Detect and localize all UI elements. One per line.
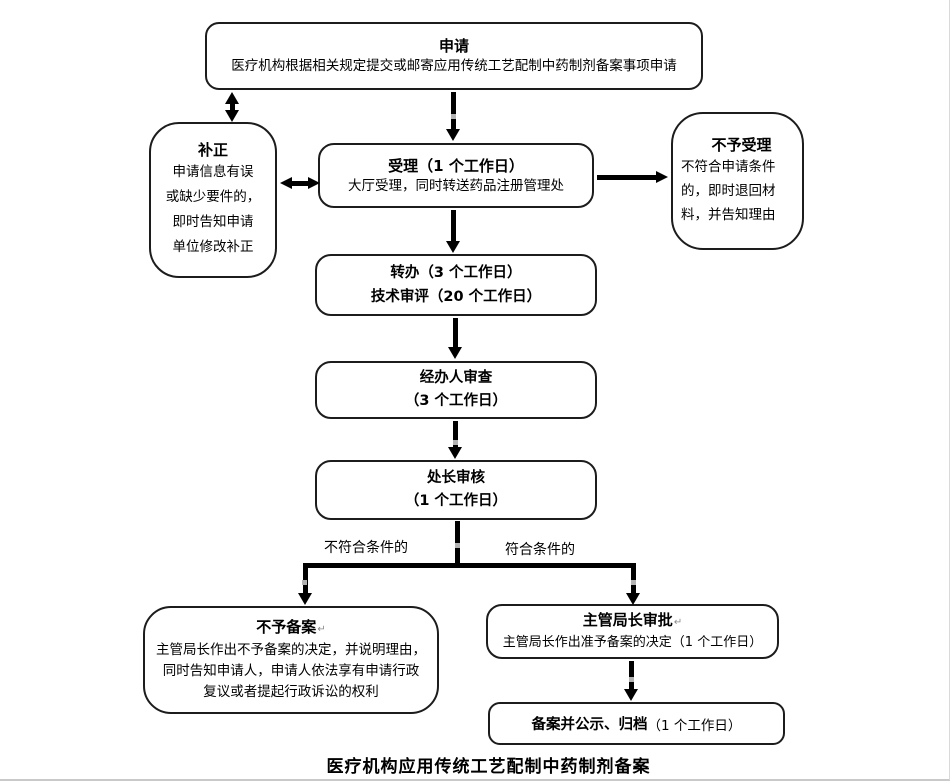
node-director-line1: 处长审核 (427, 470, 485, 486)
node-correction-title: 补正 (197, 141, 228, 159)
node-bureau-approval: 主管局长审批↵ 主管局长作出准予备案的决定（1 个工作日） (486, 604, 779, 659)
diagram-caption: 医疗机构应用传统工艺配制中药制剂备案 (326, 757, 651, 777)
anchor-dot (453, 440, 458, 445)
node-correction: 补正 申请信息有误 或缺少要件的， 即时告知申请 单位修改补正 (149, 122, 277, 278)
line-branch-horizontal (303, 563, 636, 568)
arrow-branch-to-approval (631, 563, 636, 595)
node-director-line2: （1 个工作日） (404, 493, 508, 509)
node-application: 申请 医疗机构根据相关规定提交或邮寄应用传统工艺配制中药制剂备案事项申请 (205, 22, 703, 90)
node-no-filing-body: 主管局长作出不予备案的决定，并说明理由， 同时告知申请人，申请人依法享有申请行政… (156, 642, 426, 700)
anchor-dot (631, 580, 636, 585)
node-rejection: 不予受理 不符合申请条件 的，即时退回材 料，并告知理由 (671, 112, 804, 250)
arrow-transfer-to-handler-head (448, 347, 462, 359)
branch-label-fail: 不符合条件的 (324, 540, 408, 556)
arrow-correction-right-head (308, 177, 320, 189)
arrow-branch-to-approval-head (626, 593, 640, 605)
anchor-dot (629, 677, 634, 682)
node-transfer-review: 转办（3 个工作日） 技术审评（20 个工作日） (315, 254, 597, 316)
node-filing-publicity: 备案并公示、归档（1 个工作日） (488, 702, 785, 745)
arrow-acceptance-to-transfer-head (446, 241, 460, 253)
node-no-filing-title: 不予备案↵ (256, 618, 326, 636)
arrow-transfer-to-handler (453, 318, 458, 349)
arrow-handler-to-director (453, 421, 458, 449)
arrow-correction-down-head (225, 110, 239, 122)
arrow-application-to-acceptance (451, 92, 456, 131)
node-no-filing: 不予备案↵ 主管局长作出不予备案的决定，并说明理由， 同时告知申请人，申请人依法… (143, 606, 439, 714)
node-transfer-line2: 技术审评（20 个工作日） (370, 289, 542, 305)
node-filing-publicity-duration: （1 个工作日） (647, 717, 742, 734)
arrow-correction-left-head (280, 177, 292, 189)
node-handler-review: 经办人审查 （3 个工作日） (315, 361, 597, 419)
node-bureau-approval-title: 主管局长审批↵ (582, 611, 683, 629)
node-rejection-title: 不予受理 (711, 136, 772, 154)
paragraph-mark-icon: ↵ (317, 624, 326, 635)
anchor-dot (302, 580, 307, 585)
arrow-correction-acceptance (290, 181, 309, 186)
node-handler-line1: 经办人审查 (419, 370, 493, 386)
arrow-acceptance-to-rejection-head (656, 171, 668, 183)
arrow-application-correction (230, 102, 235, 112)
arrow-acceptance-to-transfer (451, 210, 456, 243)
branch-label-pass: 符合条件的 (505, 542, 575, 558)
arrow-correction-up-head (225, 92, 239, 104)
anchor-dot (455, 543, 460, 548)
arrow-approval-to-filing (629, 661, 634, 691)
arrow-handler-to-director-head (448, 447, 462, 459)
anchor-dot (451, 114, 456, 119)
node-acceptance-body: 大厅受理，同时转送药品注册管理处 (348, 177, 564, 194)
node-acceptance: 受理（1 个工作日） 大厅受理，同时转送药品注册管理处 (318, 143, 594, 208)
node-application-title: 申请 (438, 37, 469, 55)
node-application-body: 医疗机构根据相关规定提交或邮寄应用传统工艺配制中药制剂备案事项申请 (231, 58, 677, 74)
node-director-review: 处长审核 （1 个工作日） (315, 460, 597, 520)
node-rejection-body: 不符合申请条件 的，即时退回材 料，并告知理由 (681, 159, 776, 223)
node-filing-publicity-title: 备案并公示、归档 (531, 717, 648, 733)
arrow-acceptance-to-rejection (597, 175, 658, 180)
node-transfer-line1: 转办（3 个工作日） (390, 265, 522, 281)
arrow-approval-to-filing-head (624, 689, 638, 701)
node-handler-line2: （3 个工作日） (404, 393, 508, 409)
node-acceptance-title: 受理（1 个工作日） (388, 156, 524, 175)
paragraph-mark-icon: ↵ (673, 617, 683, 628)
node-bureau-approval-body: 主管局长作出准予备案的决定（1 个工作日） (502, 635, 763, 650)
node-correction-body: 申请信息有误 或缺少要件的， 即时告知申请 单位修改补正 (165, 164, 261, 255)
arrow-application-to-acceptance-head (446, 129, 460, 141)
arrow-branch-to-no-filing (303, 563, 308, 595)
arrow-branch-to-no-filing-head (298, 593, 312, 605)
